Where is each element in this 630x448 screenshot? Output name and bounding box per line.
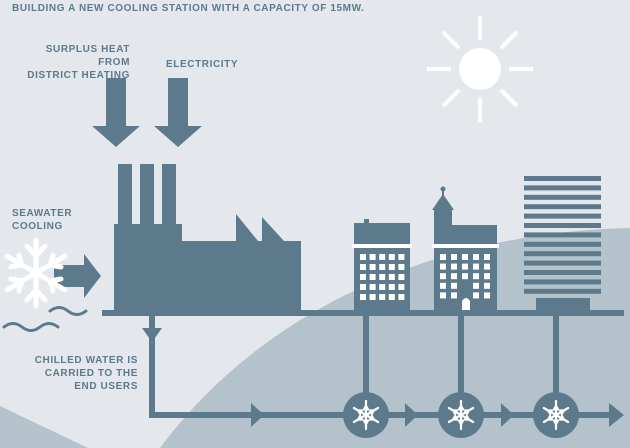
window [360, 294, 366, 300]
tower-floor [524, 176, 601, 181]
tower-floor [524, 223, 601, 228]
cooling-node-snowflake-icon [533, 392, 579, 438]
arrow-right-icon [609, 403, 624, 427]
surplus-heat-label-line2: DISTRICT HEATING [27, 70, 130, 81]
surplus-heat-label: SURPLUS HEAT FROM DISTRICT HEATING [14, 43, 130, 82]
tower-floor [524, 260, 601, 266]
window [398, 284, 405, 290]
window [398, 274, 405, 280]
window [440, 273, 446, 280]
window [388, 274, 395, 280]
window [369, 274, 376, 280]
window [369, 264, 376, 270]
window [451, 292, 457, 299]
window [388, 294, 395, 300]
window [360, 254, 366, 260]
window [484, 254, 490, 260]
ground-line [102, 310, 624, 316]
window [360, 284, 366, 290]
seawater-cooling-label: SEAWATER COOLING [12, 207, 72, 233]
window [473, 292, 479, 299]
tower-floor [524, 279, 601, 285]
cooling-station-factory [114, 164, 301, 310]
tower-floor [524, 288, 601, 294]
church-building [432, 186, 499, 310]
tower-floor [524, 241, 601, 247]
window [484, 263, 490, 270]
wave-icon [2, 306, 88, 332]
window [484, 282, 490, 289]
window [484, 292, 490, 299]
window [451, 273, 457, 280]
chilled-label-line3: END USERS [74, 381, 138, 392]
tower-floor [524, 213, 601, 219]
window [369, 254, 376, 260]
arrow-right-icon [251, 403, 264, 427]
seawater-label-line1: SEAWATER [12, 208, 73, 219]
tower-floor [524, 270, 601, 275]
seawater-label-line2: COOLING [12, 221, 63, 232]
window [379, 264, 386, 270]
window [369, 294, 376, 300]
window [440, 254, 446, 260]
window [451, 263, 457, 270]
cooling-node-snowflake-icon [343, 392, 389, 438]
tower-floor [524, 185, 601, 191]
arrow-down-icon [142, 328, 162, 342]
tower-floor [524, 251, 601, 257]
window [388, 284, 395, 290]
window [440, 282, 446, 289]
chilled-label-line1: CHILLED WATER IS [34, 355, 138, 366]
office-building [352, 219, 412, 310]
window [473, 273, 479, 280]
window [440, 263, 446, 270]
window [398, 254, 405, 260]
window [379, 254, 386, 260]
seawater-arrow-icon [54, 254, 101, 298]
window [360, 274, 366, 280]
diagram-caption: BUILDING A NEW COOLING STATION WITH A CA… [12, 3, 365, 14]
background-hill [160, 228, 630, 448]
surplus-heat-label-line1: SURPLUS HEAT FROM [45, 44, 130, 68]
arrow-right-icon [501, 403, 514, 427]
electricity-arrow-icon [154, 78, 202, 147]
arrow-right-icon [405, 403, 418, 427]
tower-floor [524, 194, 601, 200]
surplus-heat-arrow-icon [92, 78, 140, 147]
background-hill-left [0, 406, 88, 448]
chilled-water-label: CHILLED WATER IS CARRIED TO THE END USER… [18, 354, 138, 393]
chilled-label-line2: CARRIED TO THE [44, 368, 138, 379]
window [379, 294, 386, 300]
window [451, 282, 457, 289]
window [398, 294, 405, 300]
cooling-node-snowflake-icon [438, 392, 484, 438]
window [462, 273, 468, 280]
sun-icon [427, 16, 533, 122]
window [360, 264, 366, 270]
window [440, 292, 446, 299]
tower-building [524, 176, 601, 310]
window [473, 254, 479, 260]
snowflake-icon [4, 237, 68, 309]
window [398, 264, 405, 270]
tower-floor [524, 204, 601, 210]
tower-floor [524, 232, 601, 238]
window [462, 254, 468, 260]
pipe-arrows [251, 403, 624, 427]
electricity-label: ELECTRICITY [166, 59, 239, 70]
window [473, 263, 479, 270]
window [484, 273, 490, 280]
window [379, 284, 386, 290]
window [388, 254, 395, 260]
window [473, 282, 479, 289]
window [451, 254, 457, 260]
window [462, 263, 468, 270]
window [388, 264, 395, 270]
window [369, 284, 376, 290]
window [379, 274, 386, 280]
